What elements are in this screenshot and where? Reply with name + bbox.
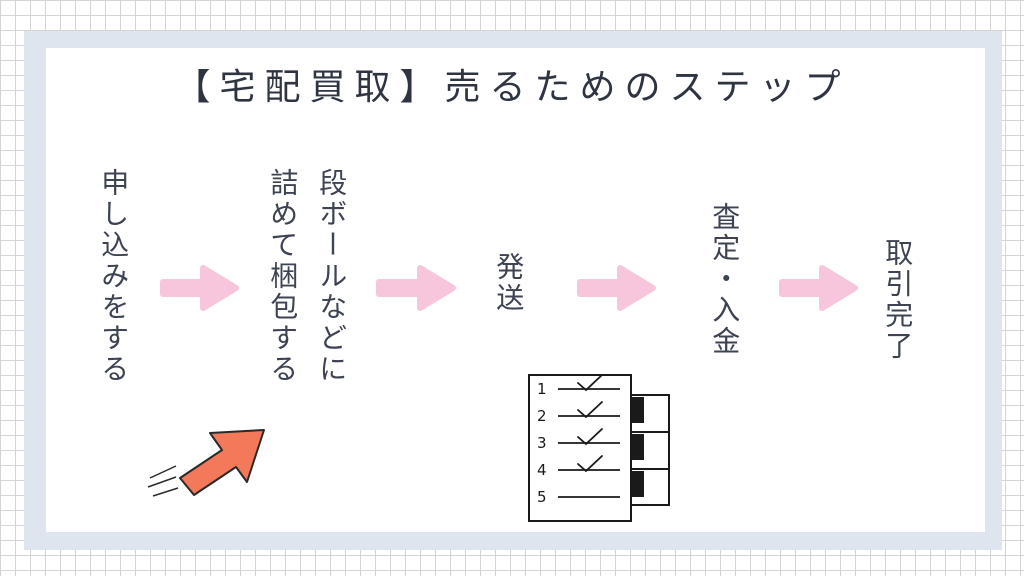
step-apply: 申し込みをする	[97, 168, 131, 385]
checklist-number: 4	[537, 461, 547, 479]
flow-arrow-icon	[376, 265, 456, 311]
pointer-arrow-icon	[147, 429, 265, 497]
flow-arrow-icon	[160, 265, 239, 311]
checklist-number: 5	[537, 488, 547, 506]
page-title: 【宅配買取】売るためのステップ	[174, 67, 850, 108]
checklist-number: 1	[537, 380, 547, 398]
checklist-number: 2	[537, 407, 547, 425]
flow-arrow-icon	[577, 265, 656, 311]
step-appraisal-payment: 査定・入金	[708, 202, 742, 357]
flow-arrow-icon	[779, 265, 858, 311]
check-mark-icon	[577, 374, 603, 392]
checklist-number: 3	[537, 434, 547, 452]
check-mark-icon	[577, 401, 603, 419]
step-pack-line2: 段ボールなどに	[315, 168, 349, 385]
checklist-icon: 1 2 3 4 5	[528, 374, 670, 522]
check-mark-icon	[577, 455, 603, 473]
step-ship: 発送	[492, 252, 526, 314]
step-pack-line1: 詰めて梱包する	[266, 168, 300, 385]
check-mark-icon	[577, 428, 603, 446]
step-complete: 取引完了	[881, 238, 915, 362]
